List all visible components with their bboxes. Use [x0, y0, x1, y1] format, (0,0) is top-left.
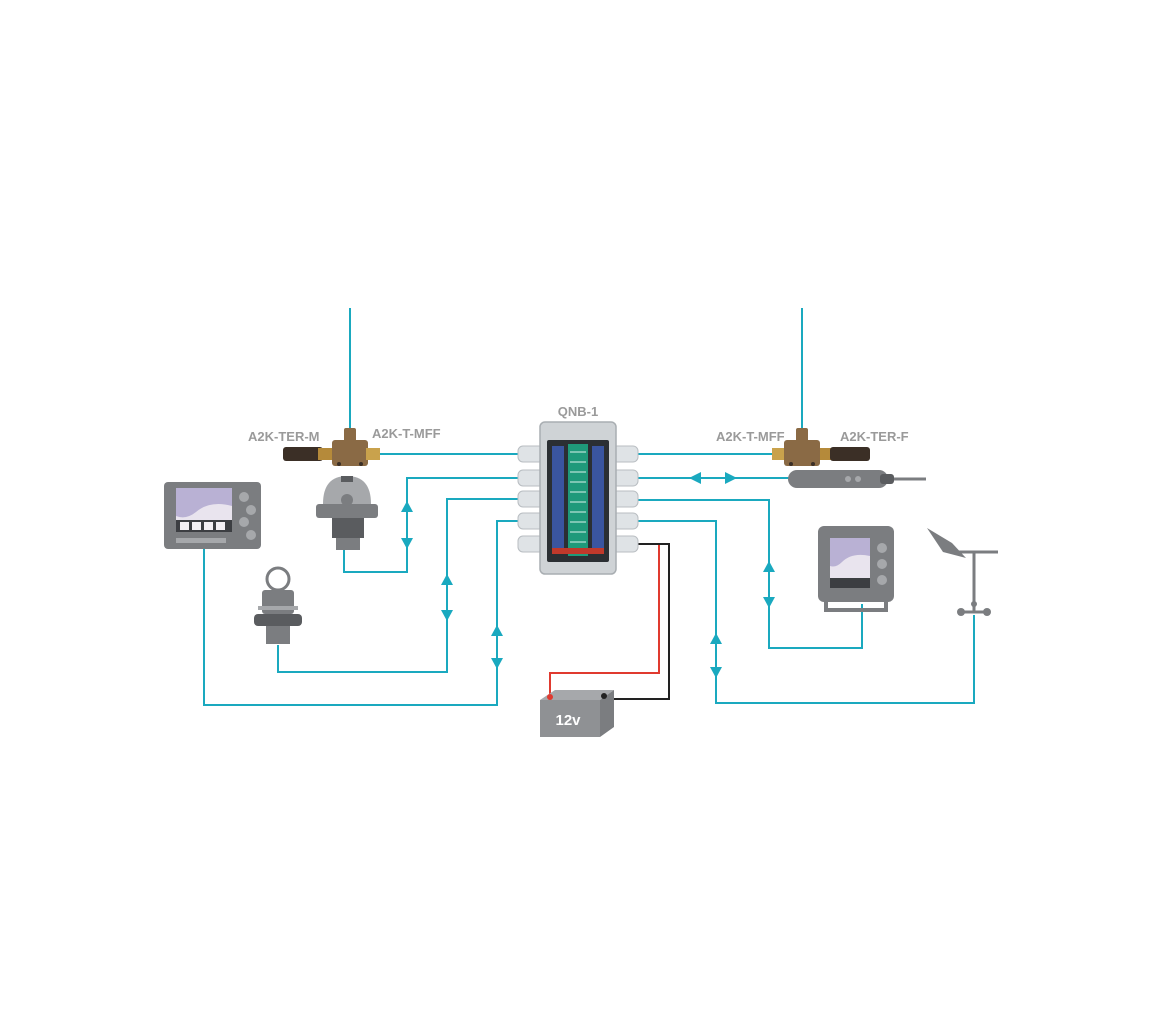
battery-label: 12v — [555, 712, 581, 729]
right-terminator — [830, 447, 870, 461]
right-tee-label: A2K-T-MFF — [716, 429, 785, 444]
right-tee-assembly: A2K-T-MFF A2K-TER-F — [716, 428, 909, 466]
arrow-down-autopilot — [401, 538, 413, 549]
arrow-right-gps — [725, 472, 737, 484]
data-flow-arrows — [401, 472, 775, 678]
left-terminator-label: A2K-TER-M — [248, 429, 320, 444]
backbone-cables — [349, 308, 803, 455]
chartplotter-icon — [164, 482, 261, 549]
hub-label: QNB-1 — [558, 404, 598, 419]
autopilot-drive-icon — [316, 476, 378, 550]
left-tee-assembly: A2K-TER-M A2K-T-MFF — [248, 426, 441, 466]
hub-glands-left — [517, 445, 545, 553]
drop-cable-autopilot — [343, 477, 540, 573]
hub-qnb1: QNB-1 — [517, 404, 639, 575]
arrow-down-display — [763, 597, 775, 608]
drop-cable-chartplotter — [203, 520, 540, 706]
power-wire-negative — [608, 543, 670, 700]
left-terminator — [283, 447, 323, 461]
gps-antenna-icon — [788, 470, 926, 488]
power-wires — [549, 543, 670, 700]
arrow-up-wind — [710, 633, 722, 644]
left-tee-label: A2K-T-MFF — [372, 426, 441, 441]
hub-terminal-blocks — [552, 444, 604, 556]
drop-cable-transducer — [277, 498, 540, 673]
arrow-left-gps — [689, 472, 701, 484]
drop-cable-display — [637, 499, 863, 649]
arrow-down-wind — [710, 667, 722, 678]
battery-icon: 12v — [540, 690, 614, 737]
drop-cables — [203, 477, 975, 706]
arrow-up-display — [763, 561, 775, 572]
drop-cable-wind — [637, 520, 975, 704]
left-tee — [332, 440, 368, 466]
arrow-down-chartplotter — [491, 658, 503, 669]
transducer-icon — [254, 566, 302, 644]
arrow-up-transducer — [441, 574, 453, 585]
right-terminator-label: A2K-TER-F — [840, 429, 909, 444]
wind-vane-icon — [927, 528, 998, 616]
arrow-down-transducer — [441, 610, 453, 621]
arrow-up-chartplotter — [491, 625, 503, 636]
right-tee — [784, 440, 820, 466]
arrow-up-autopilot — [401, 501, 413, 512]
display-icon — [818, 526, 894, 612]
